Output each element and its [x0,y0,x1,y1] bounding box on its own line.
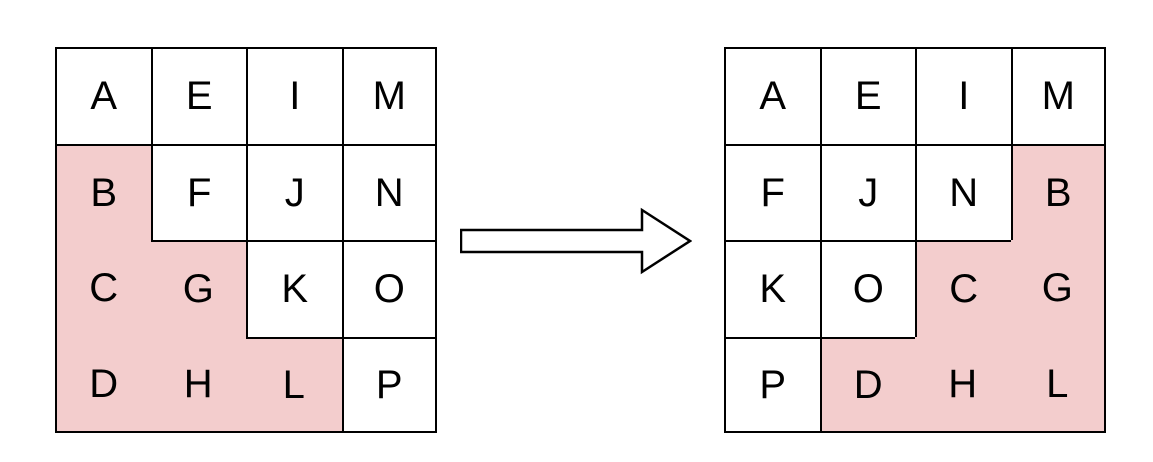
grid-cell: K [724,240,820,337]
grid-cell: N [341,143,437,240]
grid-cell: M [341,47,437,144]
grid-cell: O [819,240,915,337]
grid-cell: O [341,240,437,337]
grid-cell: I [246,47,342,144]
grid-cell: I [915,47,1011,144]
grid-cell: B [1010,143,1106,240]
grid-cell: G [150,240,246,337]
grid-cell: C [55,240,151,337]
grid-cell: P [724,336,820,433]
grid-cell: M [1010,47,1106,144]
grid-cell: L [246,336,342,433]
grid-cell: F [724,143,820,240]
grid-cell: D [819,336,915,433]
grid-cell: H [150,336,246,433]
grid-cell: E [819,47,915,144]
grid-cell: C [915,240,1011,337]
grid-cell: E [150,47,246,144]
grid-cell: D [55,336,151,433]
grid-cell: K [246,240,342,337]
right-arrow-icon [460,207,692,275]
grid-cell: J [246,143,342,240]
grid-cell: A [724,47,820,144]
grid-cell: J [819,143,915,240]
grid-cell: G [1010,240,1106,337]
grid-cell: N [915,143,1011,240]
grid-cell: B [55,143,151,240]
grid-cell: P [341,336,437,433]
grid-cell: H [915,336,1011,433]
grid-cell: F [150,143,246,240]
grid-cell: L [1010,336,1106,433]
grid-cell: A [55,47,151,144]
